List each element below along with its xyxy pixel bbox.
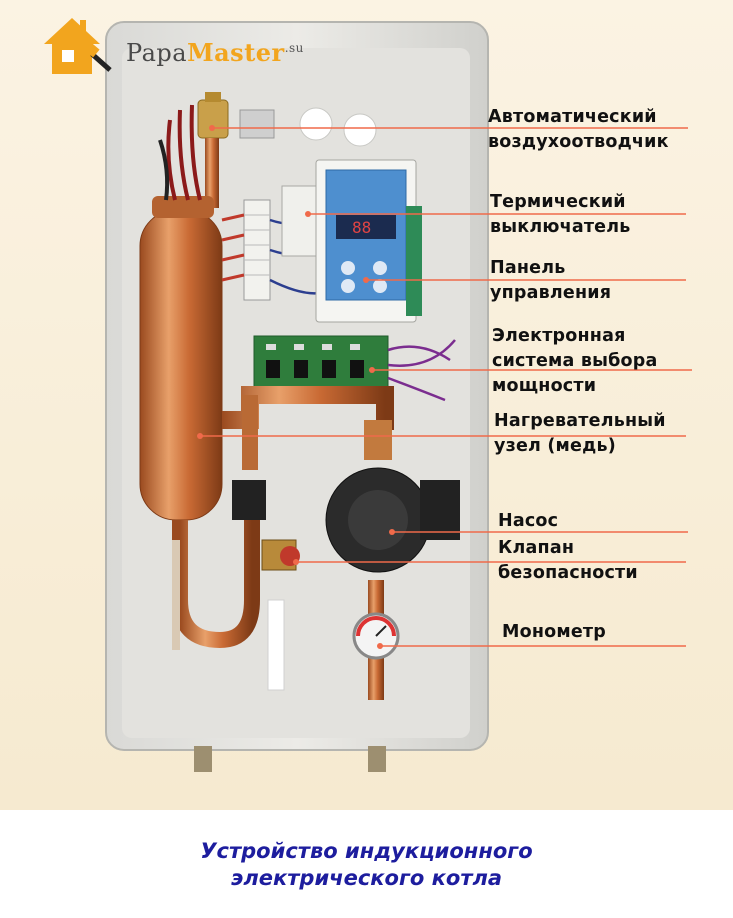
- label-line: Автоматический: [488, 107, 657, 127]
- label-pump: Насос: [498, 509, 558, 534]
- label-line: выключатель: [490, 217, 631, 237]
- label-power-selection: Электронная система выбора мощности: [492, 324, 658, 399]
- label-line: система выбора: [492, 351, 658, 371]
- heater-tank: [139, 209, 223, 521]
- label-thermal-switch: Термический выключатель: [490, 190, 631, 240]
- thermal-switch: [281, 185, 323, 257]
- label-line: мощности: [492, 376, 597, 396]
- label-line: безопасности: [498, 563, 638, 583]
- svg-text:88: 88: [352, 218, 371, 237]
- brand-part2: Master: [187, 38, 285, 67]
- label-line: управления: [490, 283, 612, 303]
- house-icon: [44, 18, 112, 74]
- terminal-block: [243, 199, 271, 301]
- boiler-illustration: 88: [105, 21, 692, 772]
- brand-domain: .su: [284, 41, 304, 55]
- brand-part1: Papa: [126, 39, 188, 67]
- label-control-panel: Панель управления: [490, 256, 611, 306]
- label-manometer: Монометр: [502, 620, 606, 645]
- brand-name: PapaMaster.su: [126, 38, 304, 67]
- caption: Устройство индукционного электрического …: [0, 838, 733, 892]
- logo: PapaMaster.su: [38, 10, 338, 80]
- label-line: Электронная: [492, 326, 626, 346]
- label-line: воздухоотводчик: [488, 132, 669, 152]
- caption-line: электрического котла: [230, 866, 503, 890]
- label-line: Нагревательный: [494, 411, 666, 431]
- label-line: узел (медь): [494, 436, 616, 456]
- air-vent: [197, 99, 229, 139]
- label-air-vent: Автоматический воздухоотводчик: [488, 105, 669, 155]
- label-line: Монометр: [502, 622, 606, 642]
- label-heating-unit: Нагревательный узел (медь): [494, 409, 666, 459]
- caption-line: Устройство индукционного: [200, 839, 533, 863]
- label-line: Термический: [490, 192, 626, 212]
- leader-lines: [200, 127, 692, 647]
- label-safety-valve: Клапан безопасности: [498, 536, 638, 586]
- label-line: Панель: [490, 258, 566, 278]
- label-line: Клапан: [498, 538, 575, 558]
- label-line: Насос: [498, 511, 559, 531]
